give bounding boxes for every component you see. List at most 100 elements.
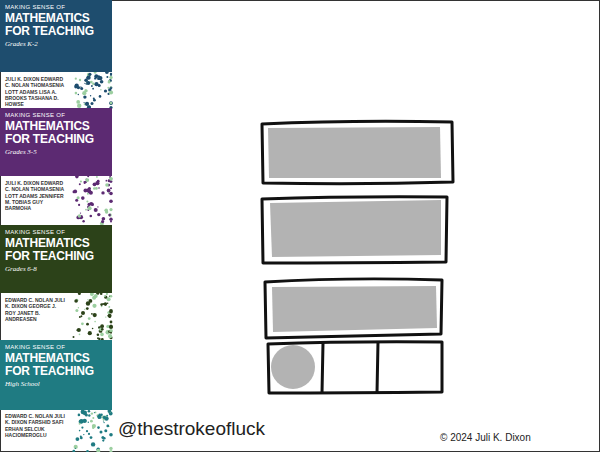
speckle bbox=[86, 307, 89, 310]
book-title: MATHEMATICS FOR TEACHING bbox=[5, 120, 107, 145]
speckle bbox=[109, 177, 113, 181]
speckle bbox=[99, 95, 102, 98]
speckle bbox=[97, 213, 100, 216]
speckle bbox=[78, 94, 79, 95]
speckle bbox=[83, 419, 87, 423]
speckle bbox=[92, 424, 96, 428]
speckle bbox=[110, 295, 113, 298]
speckle bbox=[110, 102, 113, 105]
speckle bbox=[104, 295, 106, 297]
speckle bbox=[75, 92, 78, 95]
speckle bbox=[108, 213, 111, 216]
speckle bbox=[109, 309, 113, 313]
speckle bbox=[107, 189, 111, 193]
speckle bbox=[86, 201, 88, 203]
author-list: JULI K. DIXON EDWARD C. NOLAN THOMASENIA… bbox=[5, 76, 67, 107]
speckle bbox=[93, 427, 95, 429]
speckle bbox=[102, 440, 104, 442]
speckle bbox=[77, 86, 80, 89]
speckle bbox=[96, 176, 98, 178]
speckle bbox=[92, 304, 96, 308]
speckle bbox=[95, 208, 97, 210]
speckle bbox=[90, 81, 93, 84]
speckle bbox=[110, 86, 111, 87]
book-title: MATHEMATICS FOR TEACHING bbox=[5, 352, 107, 377]
speckle bbox=[108, 193, 109, 194]
speckle bbox=[99, 328, 103, 332]
speckle bbox=[86, 301, 90, 305]
speckle bbox=[93, 99, 96, 102]
speckle bbox=[86, 189, 89, 192]
speckle bbox=[109, 329, 113, 333]
speckle bbox=[88, 422, 89, 423]
hand-drawn-bar bbox=[262, 197, 447, 263]
speckle bbox=[78, 204, 80, 206]
speckle bbox=[110, 321, 113, 324]
speckle bbox=[76, 100, 80, 104]
speckle bbox=[100, 333, 104, 337]
speckle bbox=[109, 192, 113, 196]
speckle bbox=[91, 85, 93, 87]
cover-band: MAKING SENSE OFMATHEMATICS FOR TEACHING G… bbox=[0, 108, 112, 176]
speckle bbox=[86, 430, 88, 432]
speckle bbox=[108, 410, 111, 413]
grade-band: High School bbox=[5, 380, 107, 388]
speckle bbox=[74, 445, 78, 449]
speckle bbox=[106, 293, 108, 295]
speckle bbox=[81, 196, 85, 200]
speckle bbox=[87, 193, 89, 195]
speckle bbox=[86, 323, 89, 326]
speckle bbox=[104, 89, 107, 92]
speckle bbox=[91, 313, 93, 315]
speckle bbox=[92, 328, 94, 330]
speckle bbox=[77, 196, 80, 199]
book-subtitle: MAKING SENSE OF bbox=[5, 112, 107, 119]
speckle bbox=[75, 199, 78, 202]
speckle bbox=[109, 218, 112, 221]
speckle bbox=[81, 427, 83, 429]
speckle bbox=[80, 180, 82, 182]
speckle bbox=[88, 414, 90, 416]
speckle bbox=[80, 87, 83, 90]
speckle bbox=[90, 95, 91, 96]
grade-band: Grades 6-8 bbox=[5, 265, 107, 273]
speckle bbox=[97, 415, 100, 418]
speckle bbox=[105, 183, 109, 187]
speckle bbox=[87, 76, 91, 80]
speckle bbox=[106, 425, 109, 428]
speckle bbox=[73, 190, 77, 194]
social-handle: @thestrokeofluck bbox=[118, 418, 265, 440]
speckle bbox=[109, 200, 113, 204]
speckle bbox=[94, 294, 98, 298]
speckle bbox=[104, 302, 108, 306]
speckle bbox=[101, 191, 104, 194]
cover-band: MAKING SENSE OFMATHEMATICS FOR TEACHINGG… bbox=[0, 225, 112, 293]
speckle bbox=[84, 182, 86, 184]
speckle bbox=[87, 299, 88, 300]
speckle bbox=[95, 412, 97, 414]
speckle bbox=[75, 78, 77, 80]
speckle bbox=[88, 73, 91, 76]
speckle bbox=[108, 334, 112, 338]
speckle bbox=[94, 321, 96, 323]
speckle bbox=[81, 322, 84, 325]
speckle bbox=[110, 102, 113, 105]
speckle bbox=[108, 314, 112, 318]
speckle bbox=[79, 79, 81, 81]
speckle bbox=[106, 76, 108, 78]
shaded-fill bbox=[268, 127, 441, 178]
speckle bbox=[79, 423, 81, 425]
speckle bbox=[84, 309, 85, 310]
speckle bbox=[106, 180, 108, 182]
grade-band: Grades 3-5 bbox=[5, 148, 107, 156]
speckle bbox=[90, 202, 94, 206]
copyright-note: © 2024 Juli K. Dixon bbox=[440, 432, 531, 443]
speckle bbox=[102, 416, 105, 419]
speckle bbox=[88, 203, 91, 206]
speckle bbox=[84, 102, 85, 103]
speckle bbox=[85, 89, 88, 92]
speckle bbox=[103, 437, 105, 439]
speckle bbox=[108, 214, 111, 217]
speckle bbox=[84, 83, 85, 84]
